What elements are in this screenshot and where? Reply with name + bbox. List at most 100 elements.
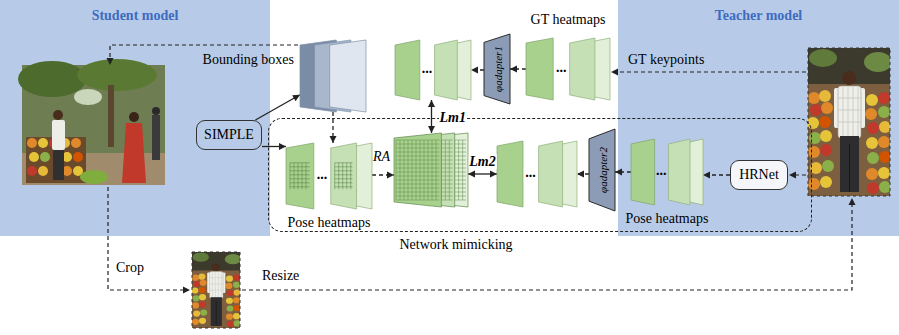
bbox-stack: Bounding boxes (300, 40, 366, 112)
connector (255, 95, 300, 120)
art-use (807, 48, 892, 196)
node-label: Bounding boxes (203, 52, 294, 67)
connector (577, 171, 589, 178)
flow-label: Resize (262, 268, 299, 283)
node-label: ... (656, 163, 667, 178)
art-path (618, 71, 806, 72)
art-rect (53, 150, 64, 180)
arrow-head (468, 171, 475, 178)
model-panel: Student modelSIMPLE (0, 0, 270, 236)
art-rect (26, 137, 86, 183)
connector-line (372, 174, 394, 175)
connector-line (471, 69, 484, 70)
arrow-head (490, 171, 497, 178)
map-sheet (330, 40, 366, 112)
text-holder: Bounding boxes (203, 50, 294, 68)
network-box: SIMPLE (196, 120, 262, 150)
connector (615, 169, 631, 176)
art-circle (38, 166, 48, 176)
map-sheet (435, 40, 458, 100)
arrow-head (471, 67, 478, 74)
connector (468, 171, 497, 178)
art-path (242, 205, 852, 290)
art-path (796, 174, 806, 175)
heatmap-stack: ... (497, 141, 577, 207)
loss-label: Lm2 (468, 154, 496, 169)
text-holder: Network mimicking (399, 235, 512, 253)
node-label: SIMPLE (204, 127, 254, 143)
shape-outline (300, 40, 366, 112)
arrow-head (615, 169, 622, 176)
art-path (108, 187, 183, 290)
node-label: ... (525, 165, 536, 180)
node-label: RA (373, 149, 390, 164)
text-holder: Pose heatmaps (288, 213, 371, 231)
connector (330, 112, 337, 143)
node-label: ... (556, 60, 567, 75)
map-sheet (286, 143, 314, 209)
shape-outline (0, 0, 270, 236)
mimicking-region: Network mimicking...Pose heatmapsRA...φa… (268, 118, 812, 232)
connector (372, 172, 394, 179)
connector (471, 67, 484, 74)
text-holder: SIMPLE (197, 121, 261, 149)
connector-line (577, 173, 589, 174)
arrow-head (279, 143, 286, 150)
art-circle (49, 138, 59, 148)
connector (703, 172, 730, 179)
text-holder: Pose heatmaps (626, 209, 709, 227)
connector (510, 66, 526, 73)
art-circle (27, 166, 37, 176)
text-holder: ... (422, 59, 433, 77)
map-sheet (331, 143, 357, 209)
arrow-head (330, 136, 337, 143)
art-ellipse (18, 61, 86, 97)
art-circle (27, 138, 37, 148)
connector-line (332, 112, 333, 143)
map-sheet (539, 141, 563, 207)
node-label: ... (422, 61, 433, 76)
node-label: HRNet (739, 167, 779, 183)
art-rect (22, 153, 165, 185)
adapter-trapezoid (484, 34, 510, 104)
shape-outline (394, 133, 468, 207)
art-polygon (183, 287, 190, 294)
arrow-head (387, 172, 394, 179)
node-label: Network mimicking (399, 237, 512, 252)
crop-thumbnail (191, 252, 241, 328)
text-holder: φadapter2 (593, 147, 611, 193)
art-ellipse (80, 170, 108, 184)
hrnet-input-wire (789, 172, 806, 179)
label-holder: Resize (262, 266, 299, 284)
arrow-head (510, 66, 517, 73)
node-label: φadapter2 (597, 147, 609, 193)
art-rect (192, 252, 240, 328)
arrow-head (577, 171, 584, 178)
shape-outline (286, 143, 372, 209)
heatmap-stack: ...Pose heatmaps (286, 143, 372, 209)
art-circle (129, 112, 139, 122)
art-circle (29, 152, 39, 162)
grid-lines (396, 140, 439, 200)
heatmap-stack: ...GT heatmaps (526, 38, 610, 100)
arrow-head (428, 100, 435, 107)
loss-label: Lm1 (439, 110, 467, 125)
art-circle (62, 152, 72, 162)
grid-lines (335, 163, 353, 189)
connector-line (431, 100, 432, 133)
text-holder: RA (373, 147, 390, 165)
art-circle (62, 166, 72, 176)
network-box: HRNet (730, 160, 788, 190)
map-sheet (497, 141, 523, 207)
text-holder: ... (556, 58, 567, 76)
art-polygon (849, 198, 856, 205)
art-rect (808, 48, 890, 196)
art-polygon (611, 69, 618, 76)
panel-title: Teacher model (715, 8, 803, 23)
adapter-trapezoid (589, 129, 615, 211)
connector (428, 100, 435, 133)
flow-label: Crop (116, 260, 144, 275)
node-label: Pose heatmaps (626, 211, 709, 226)
map-sheet (631, 139, 655, 205)
